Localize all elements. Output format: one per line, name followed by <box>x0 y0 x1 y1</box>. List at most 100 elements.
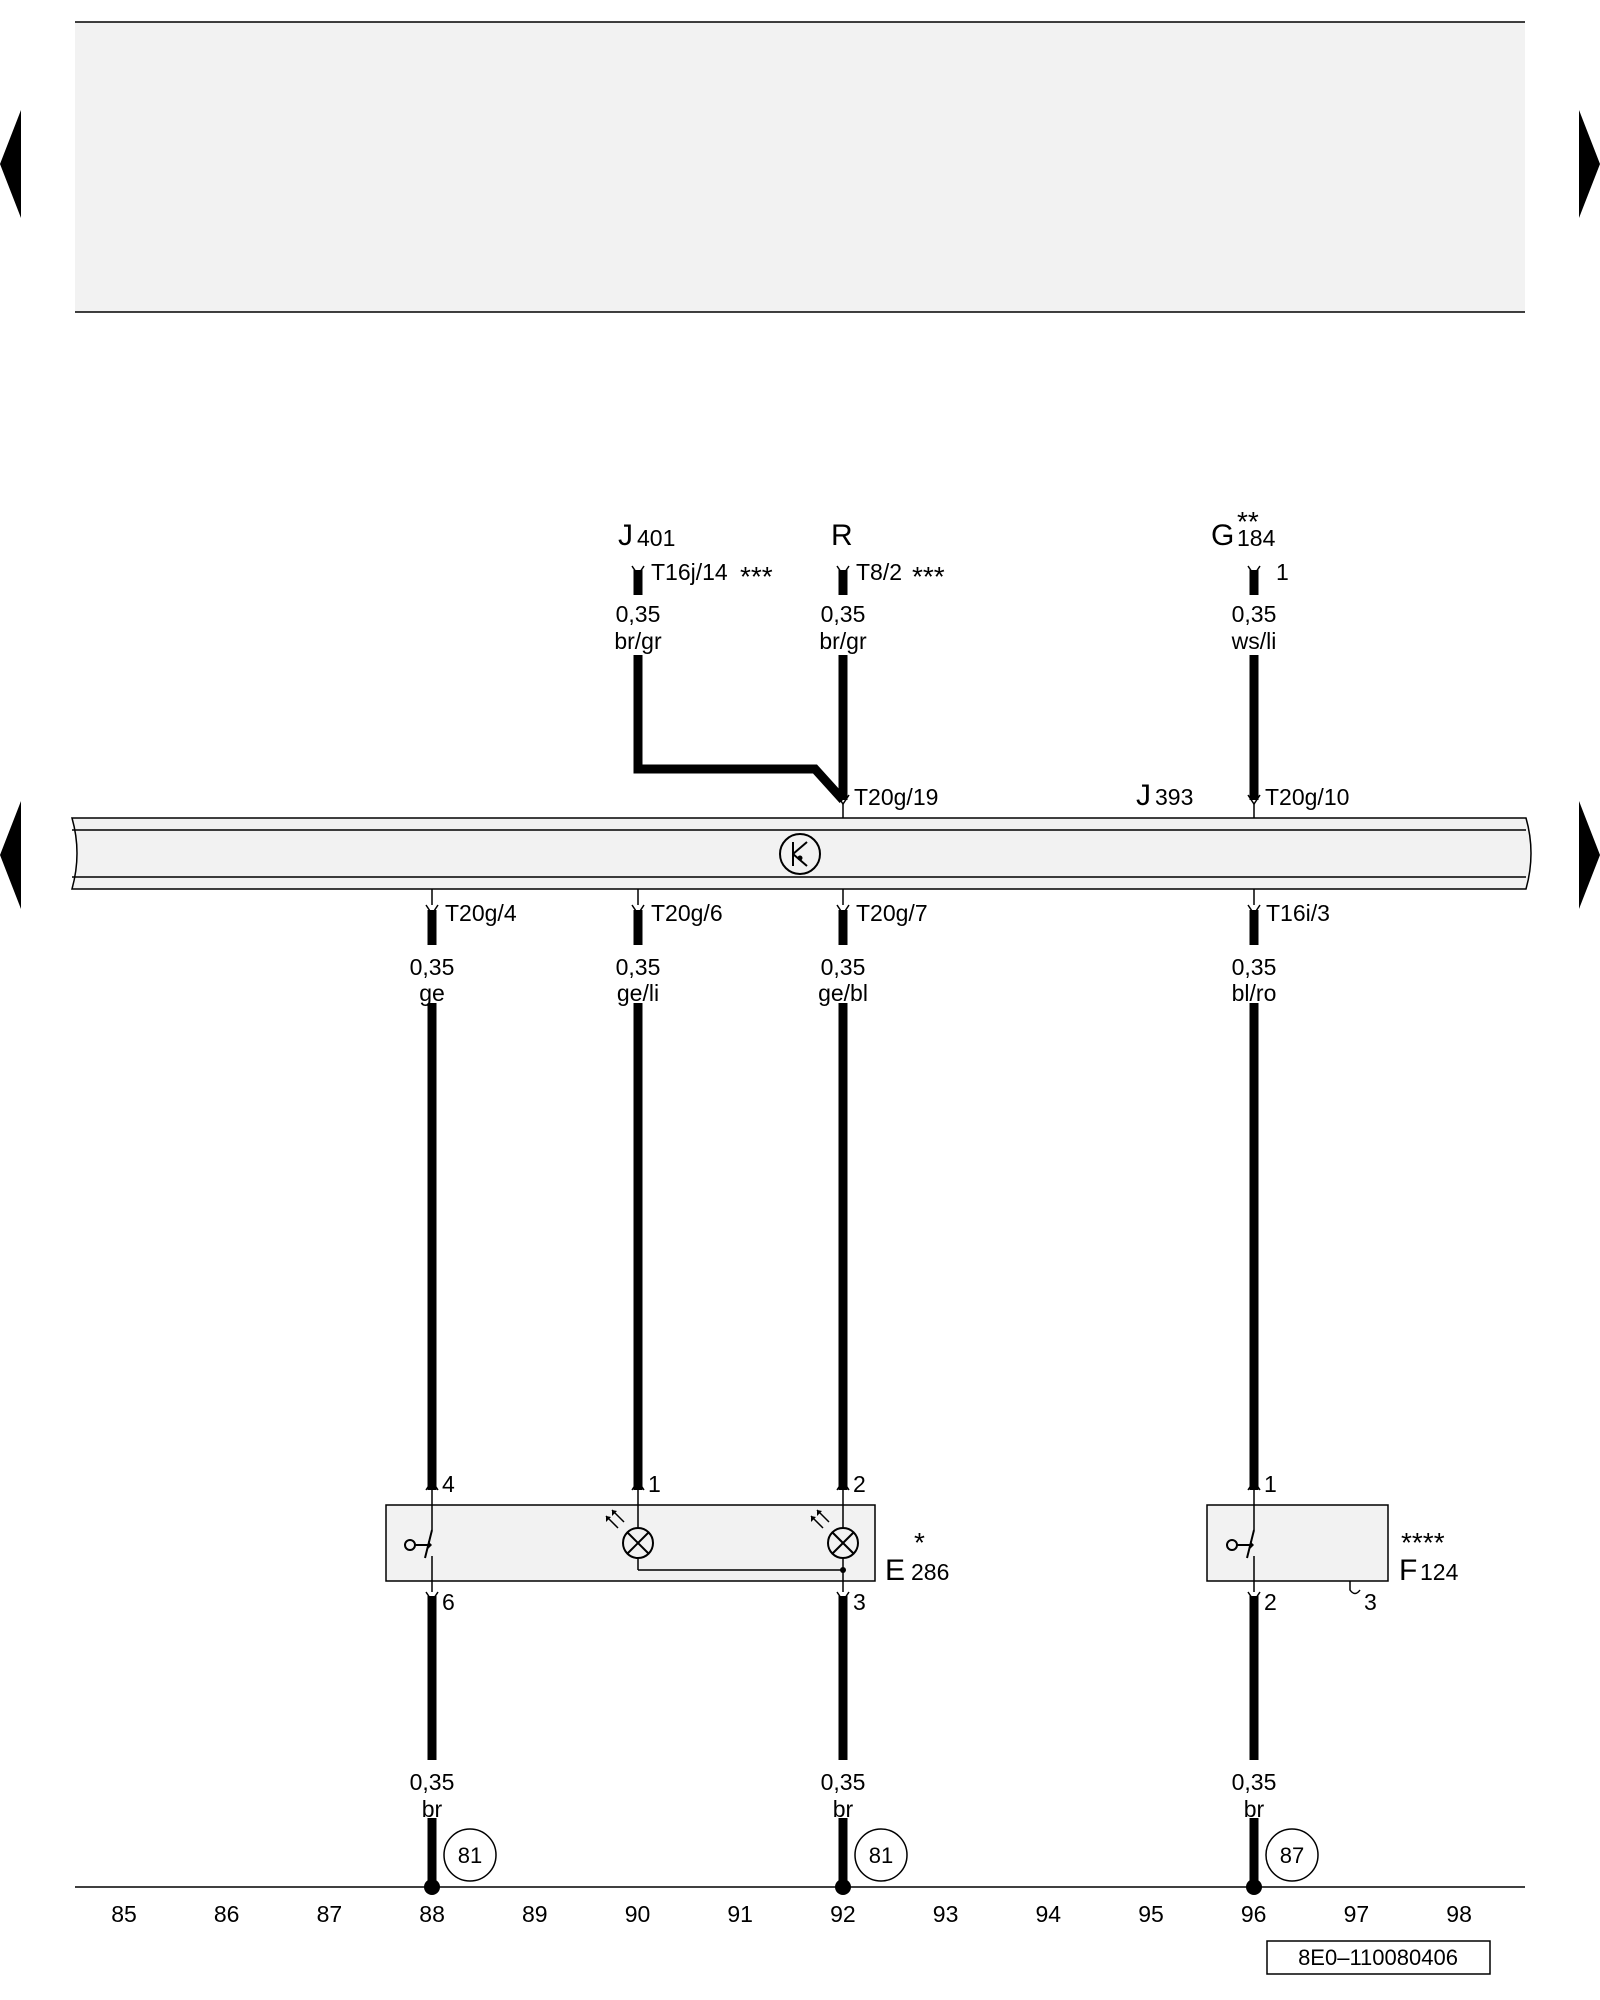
wire-size-label: 0,35 <box>821 601 866 627</box>
component-f124 <box>1206 1504 1389 1595</box>
wire-color-label: br/gr <box>614 628 662 654</box>
grid-number: 86 <box>214 1901 240 1927</box>
prev-page-arrow-icon[interactable] <box>0 110 21 218</box>
connector-r-stars: *** <box>912 561 945 592</box>
component-e286 <box>385 1504 876 1582</box>
connector-r-pin: T8/2 <box>856 559 902 585</box>
next-page-arrow-icon[interactable] <box>1579 110 1600 218</box>
wire-color-label: ge <box>419 980 445 1006</box>
connector-j401-stars: *** <box>740 561 773 592</box>
svg-text:F: F <box>1399 1554 1417 1587</box>
ground-point-92[interactable]: 81 <box>854 1828 908 1882</box>
grid-number: 93 <box>933 1901 959 1927</box>
lamp-icon <box>810 1505 859 1581</box>
svg-text:393: 393 <box>1155 784 1193 810</box>
grid-number: 91 <box>727 1901 753 1927</box>
svg-text:286: 286 <box>911 1559 949 1585</box>
next-section-arrow-icon[interactable] <box>1579 801 1600 909</box>
wire-color-label: br <box>1244 1796 1265 1822</box>
wire-size-label: 0,35 <box>616 601 661 627</box>
svg-text:J: J <box>1136 779 1151 812</box>
wire-color-label: bl/ro <box>1232 980 1277 1006</box>
svg-text:*: * <box>914 1527 925 1558</box>
svg-text:184: 184 <box>1237 525 1276 551</box>
svg-text:8E0–110080406: 8E0–110080406 <box>1298 1945 1458 1970</box>
f124-pin-3: 3 <box>1364 1589 1377 1615</box>
component-j393-label: J 393 <box>1136 779 1193 812</box>
document-reference: 8E0–110080406 <box>1266 1940 1491 1975</box>
grid-number: 95 <box>1138 1901 1164 1927</box>
wire-size-label: 0,35 <box>410 954 455 980</box>
grid-number: 88 <box>419 1901 445 1927</box>
grid-number: 98 <box>1446 1901 1472 1927</box>
prev-section-arrow-icon[interactable] <box>0 801 21 909</box>
svg-text:124: 124 <box>1420 1559 1459 1585</box>
e286-pin-1: 1 <box>648 1471 661 1497</box>
transistor-symbol-icon <box>779 833 821 875</box>
wire-size-label: 0,35 <box>821 1769 866 1795</box>
connector-j393-t16i-3: T16i/3 <box>1266 900 1330 926</box>
wire-color-label: br <box>833 1796 854 1822</box>
grid-number: 94 <box>1036 1901 1062 1927</box>
svg-text:401: 401 <box>637 525 675 551</box>
svg-text:87: 87 <box>1280 1843 1304 1868</box>
wire-size-label: 0,35 <box>821 954 866 980</box>
e286-pin-2: 2 <box>853 1471 866 1497</box>
ground-point-88[interactable]: 81 <box>443 1828 497 1882</box>
component-e286-label: E 286 * <box>885 1527 949 1587</box>
header-panel <box>75 21 1525 313</box>
switch-icon <box>1226 1505 1255 1581</box>
grid-number-row: 85 86 87 88 89 90 91 92 93 94 95 96 97 98 <box>111 1901 1472 1927</box>
connector-j393-t20g-4: T20g/4 <box>445 900 517 926</box>
wire-size-label: 0,35 <box>616 954 661 980</box>
wire-color-label: br <box>422 1796 443 1822</box>
e286-pin-4: 4 <box>442 1471 455 1497</box>
grid-number: 90 <box>625 1901 651 1927</box>
grid-number: 89 <box>522 1901 548 1927</box>
connector-j393-t20g-6: T20g/6 <box>651 900 723 926</box>
grid-number: 92 <box>830 1901 856 1927</box>
wire-color-label: br/gr <box>819 628 867 654</box>
junction-dot <box>835 1879 851 1895</box>
wire-size-label: 0,35 <box>1232 1769 1277 1795</box>
wire-size-label: 0,35 <box>1232 601 1277 627</box>
e286-pin-6: 6 <box>442 1589 455 1615</box>
grid-number: 87 <box>317 1901 343 1927</box>
wire-size-label: 0,35 <box>1232 954 1277 980</box>
lamp-icon <box>605 1505 654 1570</box>
e286-pin-3: 3 <box>853 1589 866 1615</box>
junction-dot <box>1246 1879 1262 1895</box>
component-j401-label: J 401 <box>618 519 675 552</box>
component-f124-label: F 124 **** <box>1399 1527 1459 1587</box>
grid-number: 85 <box>111 1901 137 1927</box>
svg-text:J: J <box>618 519 633 552</box>
ground-point-96[interactable]: 87 <box>1265 1828 1319 1882</box>
svg-text:81: 81 <box>458 1843 482 1868</box>
wire-size-label: 0,35 <box>410 1769 455 1795</box>
connector-j393-t20g-10: T20g/10 <box>1265 784 1349 810</box>
connector-g184-pin: 1 <box>1276 559 1289 585</box>
wire-color-label: ge/li <box>617 980 659 1006</box>
svg-text:E: E <box>885 1554 905 1587</box>
f124-pin-2: 2 <box>1264 1589 1277 1615</box>
connector-j401-pin: T16j/14 <box>651 559 728 585</box>
component-r-label: R <box>831 519 853 552</box>
wire-color-label: ws/li <box>1231 628 1277 654</box>
control-unit-j393 <box>71 817 1532 890</box>
svg-text:81: 81 <box>869 1843 893 1868</box>
connector-j393-t20g-7: T20g/7 <box>856 900 928 926</box>
grid-number: 97 <box>1344 1901 1370 1927</box>
wire-color-label: ge/bl <box>818 980 868 1006</box>
f124-pin-1: 1 <box>1264 1471 1277 1497</box>
connector-j393-t20g-19: T20g/19 <box>854 784 938 810</box>
svg-text:R: R <box>831 519 853 552</box>
grid-number: 96 <box>1241 1901 1267 1927</box>
svg-text:**: ** <box>1237 506 1259 537</box>
switch-icon <box>404 1505 433 1581</box>
wire-j401-route <box>633 655 847 804</box>
junction-dot <box>424 1879 440 1895</box>
svg-text:G: G <box>1211 519 1234 552</box>
component-g184-label: G 184 ** <box>1211 506 1276 552</box>
svg-text:****: **** <box>1401 1527 1445 1558</box>
